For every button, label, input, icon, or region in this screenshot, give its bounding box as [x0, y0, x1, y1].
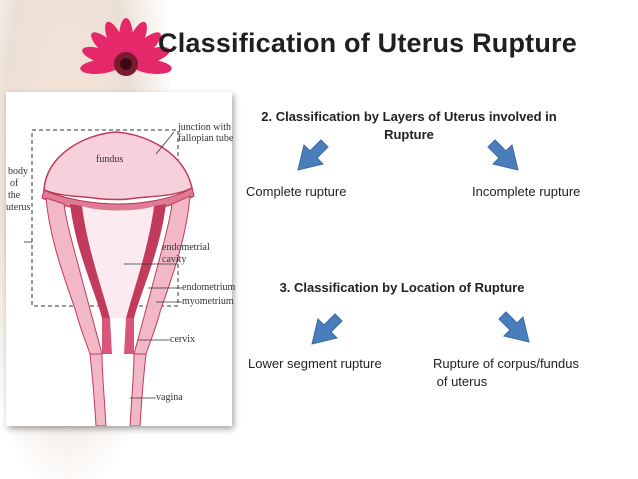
rupture-corpus-fundus-line1: Rupture of corpus/fundus	[433, 356, 579, 371]
label-myometrium: myometrium	[182, 296, 234, 307]
label-fallopian: fallopian tube	[178, 133, 234, 144]
section2-heading-line2: Rupture	[384, 127, 434, 142]
down-left-arrow-icon	[297, 139, 329, 171]
label-cavity: cavity	[162, 254, 187, 265]
label-the: the	[8, 190, 21, 201]
section3-heading: 3. Classification by Location of Rupture	[279, 280, 525, 295]
label-of: of	[10, 178, 19, 189]
down-right-arrow-icon	[487, 139, 519, 171]
label-vagina: vagina	[156, 392, 183, 403]
down-left-arrow-icon-2	[311, 313, 343, 345]
label-fundus: fundus	[96, 154, 124, 165]
uterus-diagram: junction with fallopian tube fundus body…	[6, 92, 236, 426]
down-right-arrow-icon-2	[498, 311, 530, 343]
rupture-corpus-fundus-line2: of uterus	[433, 374, 488, 389]
label-cervix: cervix	[170, 334, 195, 345]
slide-title: Classification of Uterus Rupture	[158, 28, 577, 58]
section2-heading: 2. Classification by Layers of Uterus in…	[244, 108, 574, 144]
section2-heading-line1: 2. Classification by Layers of Uterus in…	[261, 109, 557, 124]
uterus-illustration	[24, 129, 195, 426]
complete-rupture-text: Complete rupture	[246, 184, 347, 199]
label-body: body	[8, 166, 28, 177]
label-endometrium: endometrium	[182, 282, 236, 293]
label-junction: junction with	[178, 122, 232, 133]
gerbera-flower-icon	[80, 18, 172, 76]
label-uterus: uterus	[6, 202, 31, 213]
lower-segment-rupture-text: Lower segment rupture	[248, 356, 382, 371]
incomplete-rupture-text: Incomplete rupture	[472, 184, 581, 199]
label-endometrial: endometrial	[162, 242, 210, 253]
rupture-corpus-fundus-text: Rupture of corpus/fundus of uterus	[433, 355, 579, 391]
